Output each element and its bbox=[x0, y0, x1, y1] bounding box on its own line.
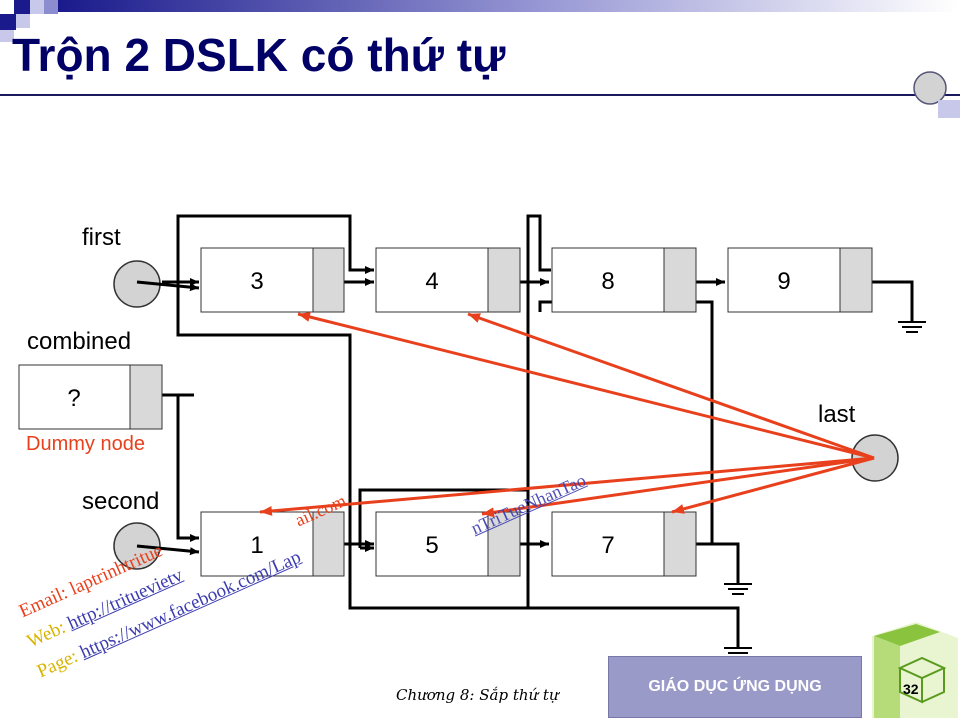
node-value: 7 bbox=[601, 532, 614, 559]
node-value: 9 bbox=[777, 268, 790, 295]
list-node bbox=[200, 247, 345, 313]
node-value: 8 bbox=[601, 268, 614, 295]
cube-logo-icon bbox=[872, 622, 958, 718]
list-node bbox=[375, 511, 521, 577]
list-node bbox=[727, 247, 873, 313]
chapter-footer: Chương 8: Sắp thứ tự bbox=[396, 686, 559, 704]
page-number: 32 bbox=[903, 681, 919, 697]
first-label: first bbox=[82, 224, 121, 251]
node-value: 1 bbox=[250, 532, 263, 559]
brand-badge: GIÁO DỤC ỨNG DỤNG bbox=[608, 656, 862, 718]
list-node bbox=[200, 511, 345, 577]
last-pointer bbox=[851, 434, 899, 482]
dummy-node bbox=[18, 364, 163, 430]
last-arrows bbox=[259, 312, 875, 518]
node-value: 3 bbox=[250, 268, 263, 295]
corner-decoration bbox=[0, 0, 960, 118]
last-label: last bbox=[818, 401, 856, 428]
page-title: Trộn 2 DSLK có thứ tự bbox=[12, 29, 506, 81]
list-node bbox=[551, 247, 697, 313]
list-node bbox=[551, 511, 697, 577]
dummy-node-label: Dummy node bbox=[26, 433, 145, 455]
second-label: second bbox=[82, 488, 160, 515]
link-lines bbox=[162, 214, 914, 648]
node-value: 5 bbox=[425, 532, 438, 559]
node-value: 4 bbox=[425, 268, 438, 295]
combined-label: combined bbox=[27, 328, 132, 355]
list-node bbox=[375, 247, 521, 313]
node-value: ? bbox=[67, 385, 80, 412]
